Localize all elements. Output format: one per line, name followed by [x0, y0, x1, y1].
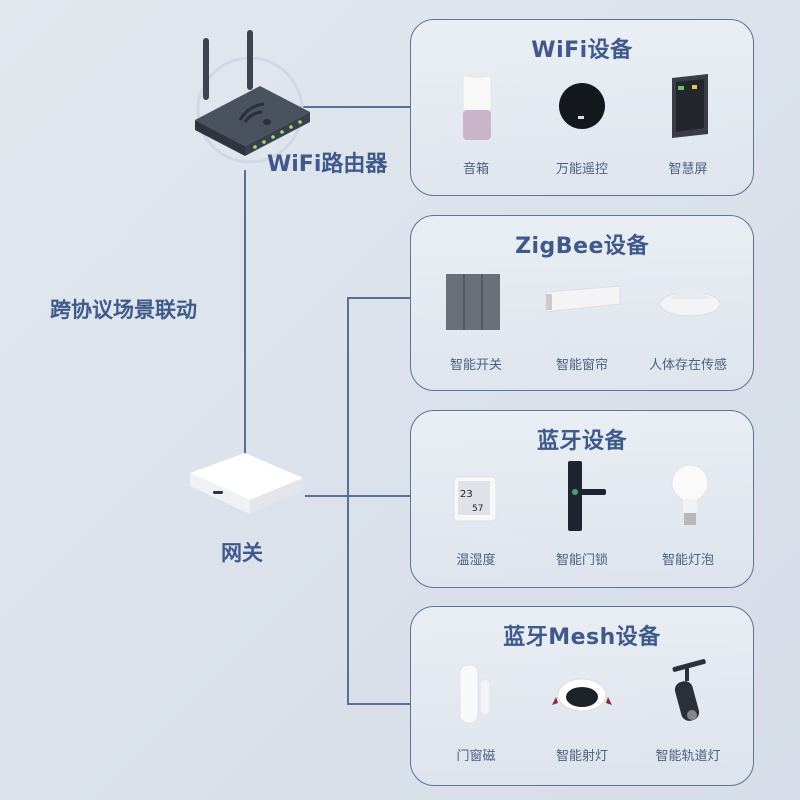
group-title: 蓝牙设备 — [536, 429, 627, 454]
device-item: 人体存在传感 — [638, 264, 738, 373]
gateway — [185, 448, 303, 528]
bracket-vertical-line — [347, 297, 349, 704]
router-to-gateway-line — [244, 170, 246, 457]
device-label: 智能窗帘 — [555, 358, 608, 373]
device-item: 智能开关 — [426, 264, 526, 373]
device-label: 智能灯泡 — [661, 553, 714, 568]
bluetooth-mesh-devices-group: 蓝牙Mesh设备 门窗磁 智能射灯 智能轨道灯 — [410, 606, 754, 786]
smart-speaker-icon — [462, 72, 492, 140]
group-title: 蓝牙Mesh设备 — [503, 625, 661, 650]
bluetooth-devices-group: 蓝牙设备 23 57 温湿度 智能门锁 智能灯泡 — [410, 410, 754, 588]
curtain-motor-icon — [545, 285, 621, 313]
device-item: 智能灯泡 — [638, 459, 738, 568]
presence-sensor-icon — [659, 288, 721, 317]
device-label: 智能轨道灯 — [655, 749, 721, 764]
light-bulb-icon — [671, 464, 709, 525]
gateway-icon — [190, 453, 303, 514]
device-label: 智能开关 — [449, 358, 502, 373]
gateway-label: 网关 — [221, 541, 263, 565]
router-label: WiFi路由器 — [267, 152, 388, 177]
device-label: 人体存在传感 — [648, 358, 727, 373]
svg-text:23: 23 — [460, 489, 473, 500]
ir-remote-icon — [559, 83, 605, 129]
cross-protocol-linkage-label: 跨协议场景联动 — [50, 298, 197, 322]
device-label: 智能门锁 — [555, 553, 608, 568]
router-icon — [195, 30, 310, 164]
device-label: 智能射灯 — [555, 749, 608, 764]
device-label: 温湿度 — [456, 553, 496, 568]
zigbee-devices-group: ZigBee设备 智能开关 智能窗帘 人体存在传感 — [410, 215, 754, 391]
wall-switch-icon — [446, 274, 500, 330]
smart-panel-icon — [672, 74, 708, 138]
group-title: WiFi设备 — [531, 38, 633, 63]
door-lock-icon — [568, 461, 606, 531]
gateway-to-bluetooth-line — [305, 495, 410, 497]
device-item: 万能遥控 — [532, 68, 632, 177]
device-item: 门窗磁 — [426, 655, 526, 764]
device-label: 门窗磁 — [456, 749, 496, 764]
bracket-to-zigbee-line — [347, 297, 410, 299]
spotlight-icon — [552, 678, 612, 712]
router-to-wifi-line — [300, 106, 410, 108]
device-label: 音箱 — [462, 162, 489, 177]
door-sensor-icon — [459, 664, 491, 724]
svg-text:57: 57 — [472, 504, 483, 514]
group-title: ZigBee设备 — [515, 234, 649, 259]
device-item: 音箱 — [426, 68, 526, 177]
device-item: 智能射灯 — [532, 655, 632, 764]
device-label: 万能遥控 — [555, 162, 608, 177]
thermo-hygrometer-icon: 23 57 — [453, 476, 497, 522]
device-item: 23 57 温湿度 — [426, 459, 526, 568]
device-item: 智能门锁 — [532, 459, 632, 568]
router — [185, 20, 315, 170]
device-item: 智能窗帘 — [532, 264, 632, 373]
device-item: 智慧屏 — [638, 68, 738, 177]
device-item: 智能轨道灯 — [638, 655, 738, 764]
track-light-icon — [672, 659, 706, 721]
bracket-to-mesh-line — [347, 703, 410, 705]
device-label: 智慧屏 — [668, 162, 708, 177]
wifi-devices-group: WiFi设备 音箱 万能遥控 智慧屏 — [410, 19, 754, 196]
